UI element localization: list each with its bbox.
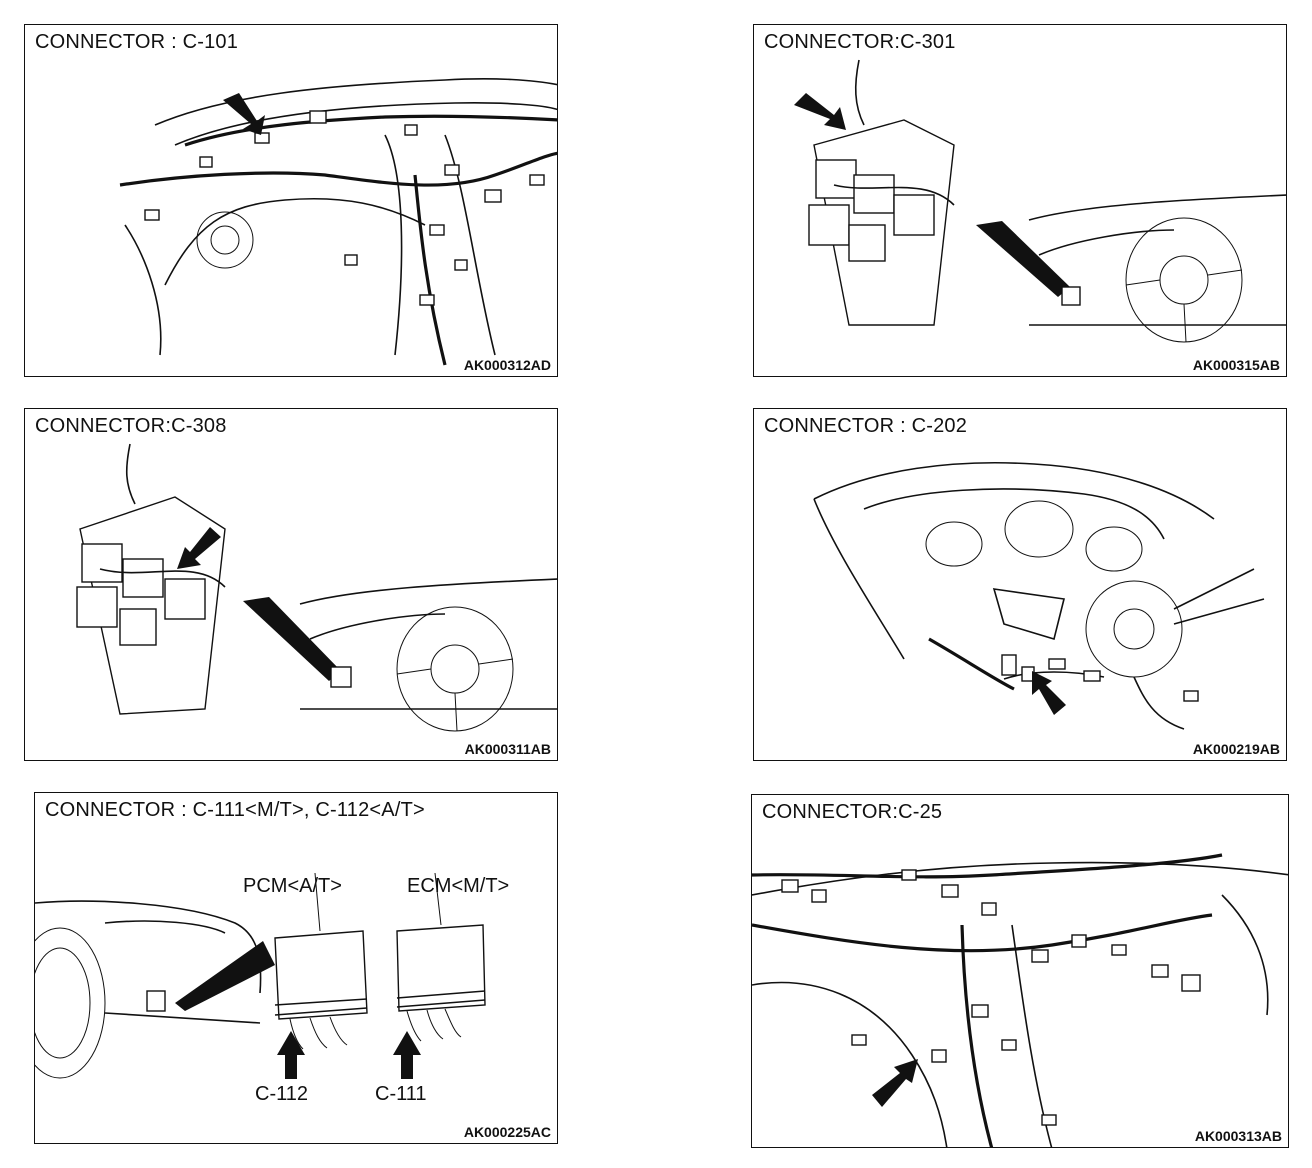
panel-title: CONNECTOR : C-101 bbox=[35, 31, 243, 54]
c308-pointer-arrow bbox=[177, 527, 221, 569]
figure-code: AK000315AB bbox=[1189, 357, 1280, 373]
panel-c25: CONNECTOR:C-25 AK000313AB bbox=[751, 794, 1289, 1148]
panel-title: CONNECTOR : C-202 bbox=[764, 415, 972, 438]
panel-title: CONNECTOR:C-25 bbox=[762, 801, 947, 824]
panel-c101: CONNECTOR : C-101 AK000312AD bbox=[24, 24, 558, 377]
figure-code: AK000311AB bbox=[461, 741, 551, 757]
c202-illustration bbox=[813, 462, 1265, 730]
c111-label: C-111 bbox=[375, 1083, 427, 1105]
c112-pointer-arrow bbox=[277, 1031, 305, 1079]
c202-pointer-arrow bbox=[1032, 671, 1066, 715]
c308-illustration bbox=[76, 443, 557, 732]
figure-code: AK000219AB bbox=[1189, 741, 1280, 757]
ecm-label: ECM<M/T> bbox=[407, 875, 510, 897]
c301-pointer-arrow bbox=[794, 93, 846, 130]
panel-c301: CONNECTOR:C-301 AK000315AB bbox=[753, 24, 1287, 377]
panel-c308: CONNECTOR:C-308 AK000311AB bbox=[24, 408, 558, 761]
figure-code: AK000312AD bbox=[460, 357, 551, 373]
panel-c111-c112: CONNECTOR : C-111<M/T>, C-112<A/T> PCM<A… bbox=[34, 792, 558, 1144]
c101-pointer-arrow bbox=[223, 93, 265, 135]
ecm-module bbox=[396, 924, 486, 1012]
figure-code: AK000225AC bbox=[460, 1124, 551, 1140]
pcm-module bbox=[274, 930, 368, 1020]
c111-pointer-arrow bbox=[393, 1031, 421, 1079]
figure-code: AK000313AB bbox=[1191, 1128, 1282, 1144]
c112-label: C-112 bbox=[255, 1083, 308, 1105]
panel-title: CONNECTOR : C-111<M/T>, C-112<A/T> bbox=[45, 799, 429, 822]
c25-illustration bbox=[752, 853, 1288, 1147]
c111-c112-illustration bbox=[35, 872, 486, 1079]
c101-illustration bbox=[119, 78, 557, 366]
c25-pointer-arrow bbox=[872, 1059, 918, 1107]
panel-title: CONNECTOR:C-308 bbox=[35, 415, 231, 438]
c301-illustration bbox=[794, 59, 1286, 343]
panel-c202: CONNECTOR : C-202 AK000219AB bbox=[753, 408, 1287, 761]
panel-title: CONNECTOR:C-301 bbox=[764, 31, 960, 54]
pcm-label: PCM<A/T> bbox=[243, 875, 342, 897]
